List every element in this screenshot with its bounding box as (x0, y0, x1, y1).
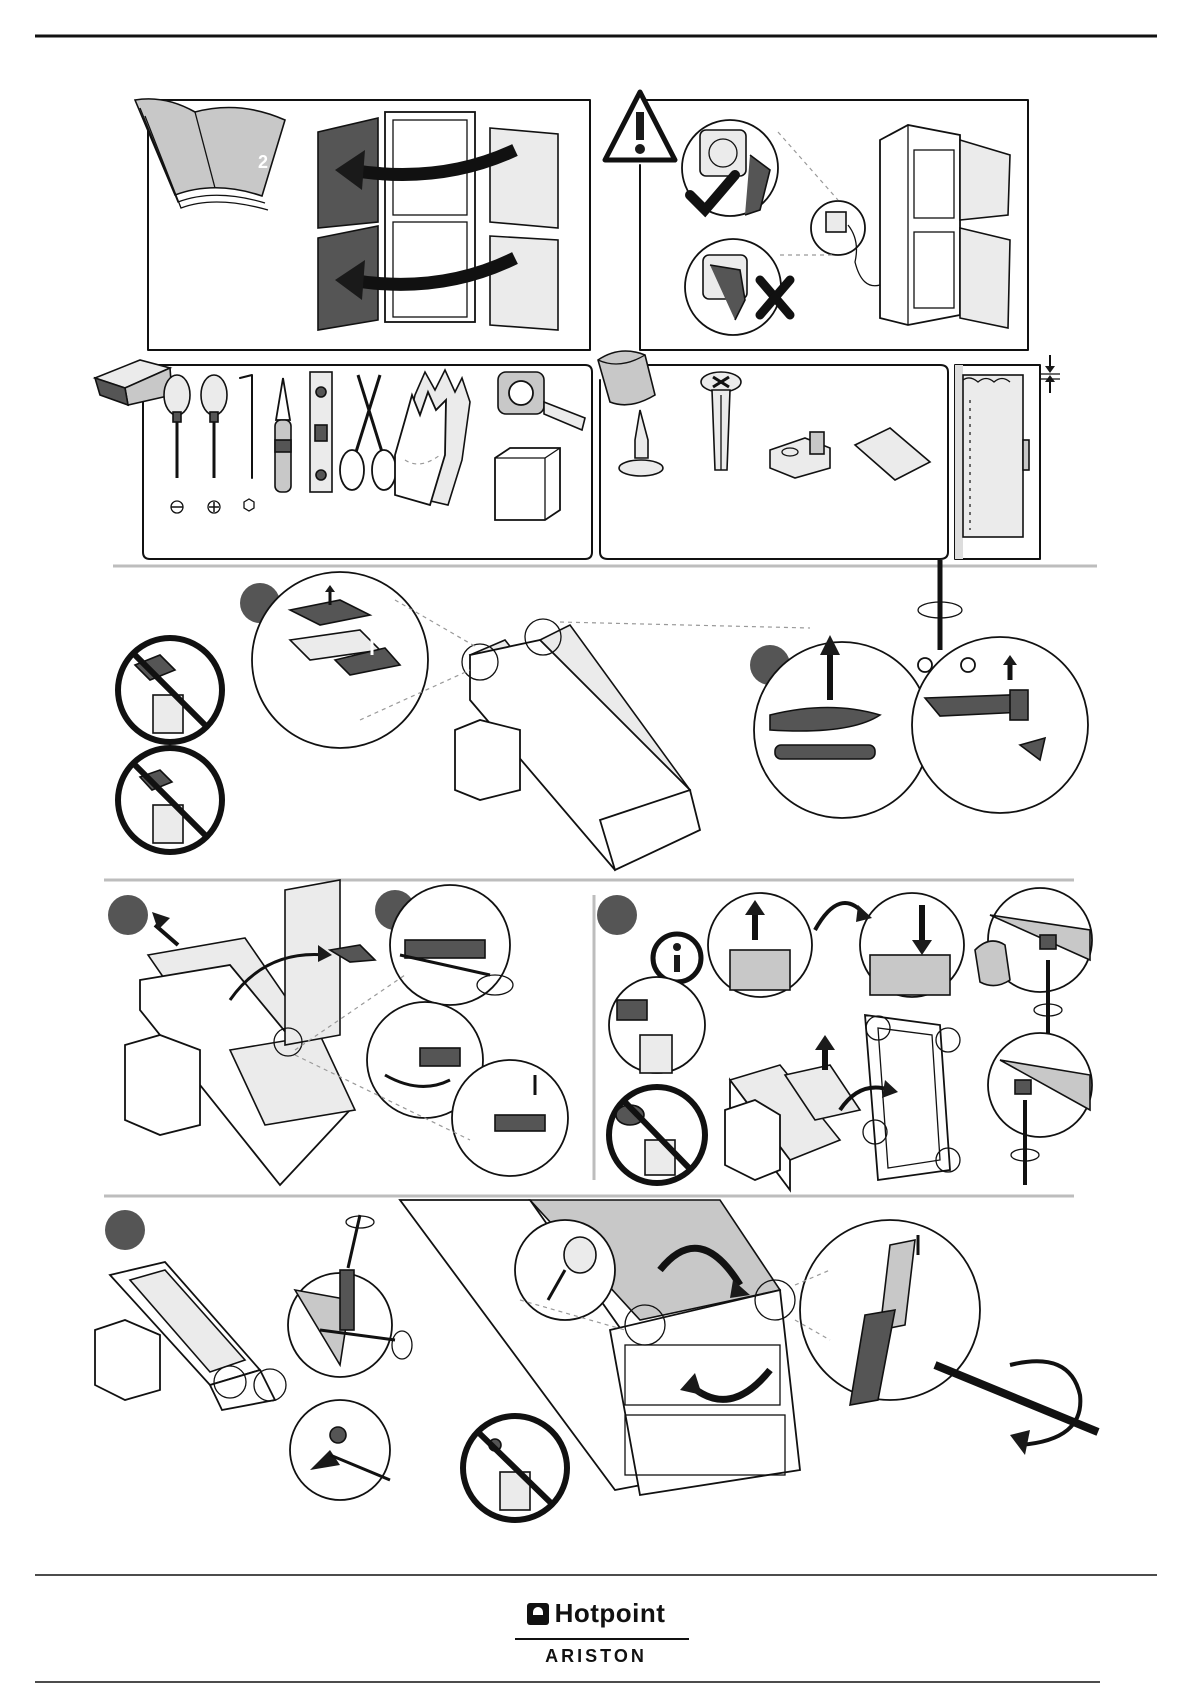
step-badge (108, 895, 148, 935)
no-trash-icon (118, 638, 222, 742)
brand-logo-top: Hotpoint (0, 1598, 1192, 1629)
step-badge (105, 1210, 145, 1250)
screwdriver-phillips-icon (201, 375, 227, 513)
warning-triangle-icon (605, 92, 675, 160)
no-trash-icon (463, 1416, 567, 1520)
manual-page-number: 2 (258, 152, 268, 172)
step-refit-hinges-doors (95, 1200, 1098, 1520)
knife-icon (275, 378, 291, 492)
brand-divider (515, 1638, 689, 1640)
toolbox-icon (95, 360, 172, 405)
hinge-bracket-part-icon (770, 432, 830, 478)
screw-part-icon (701, 372, 741, 470)
no-trash-icon (118, 748, 222, 852)
panel-door-reversal: 2 (135, 99, 590, 350)
panel-tools-required (95, 360, 592, 559)
manual-booklet-icon: 2 (135, 99, 285, 210)
brand-house-icon (527, 1603, 549, 1625)
screwdriver-flat-icon (164, 375, 190, 513)
allen-key-icon (240, 375, 254, 511)
no-trash-icon (609, 1087, 705, 1183)
step-badge (597, 895, 637, 935)
spirit-level-icon (310, 372, 332, 492)
gloves-icon (395, 370, 470, 505)
panel-parts-bag (598, 351, 948, 559)
step-reverse-door-seal (597, 888, 1092, 1190)
step-remove-top-covers (118, 560, 1088, 870)
parts-bag-icon (598, 351, 655, 405)
brand-name-top: Hotpoint (555, 1598, 666, 1628)
panel-wall-clearance (955, 355, 1060, 559)
scissors-icon (340, 375, 396, 490)
brand-name-bottom: ARISTON (0, 1646, 1192, 1667)
info-icon (653, 934, 701, 982)
wooden-block-icon (495, 448, 560, 520)
panel-electrical-warning (605, 92, 1028, 350)
step-remove-door-hinges (108, 880, 568, 1185)
pin-cap-icon (619, 410, 663, 476)
cover-plate-part-icon (855, 428, 930, 480)
tape-measure-icon (498, 372, 585, 430)
